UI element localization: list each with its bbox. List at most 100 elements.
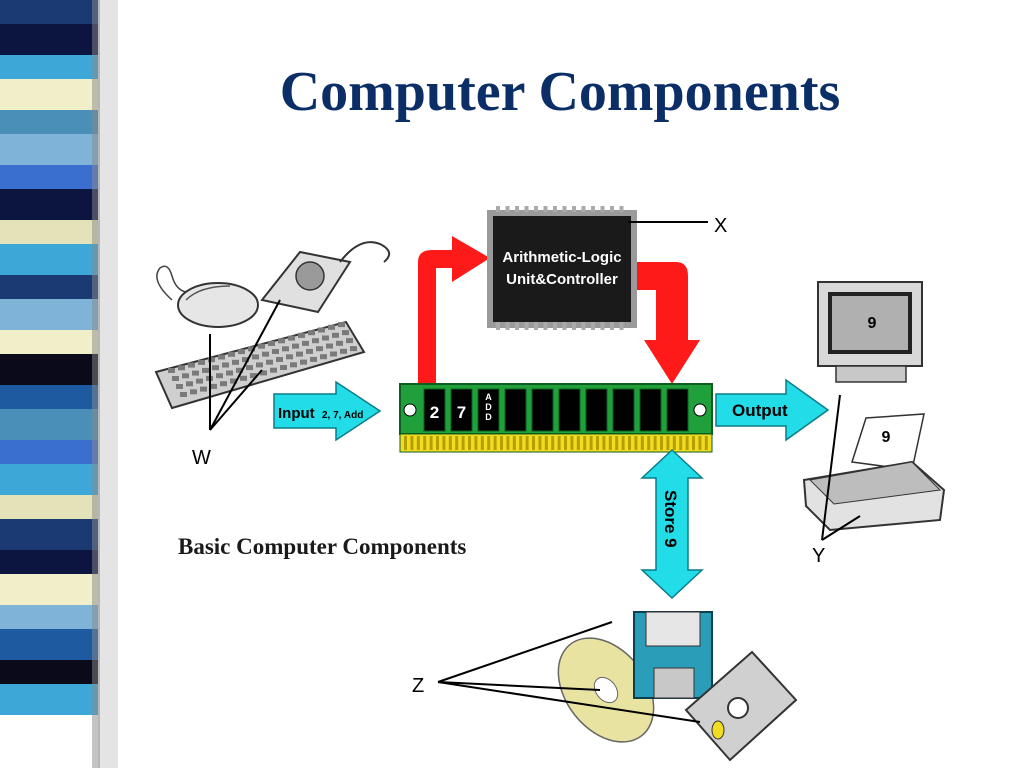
board-pin xyxy=(468,436,471,450)
sidebar-stripe xyxy=(0,660,98,684)
board-pin xyxy=(525,436,529,450)
keyboard-key xyxy=(222,362,229,368)
monitor-value: 9 xyxy=(868,315,877,332)
alu-label-line1: Arithmetic-Logic xyxy=(502,249,621,266)
board-pin xyxy=(538,436,542,450)
chip-pin xyxy=(600,206,605,212)
keyboard-key xyxy=(316,346,323,352)
memory-cell-value: A xyxy=(485,392,492,402)
keyboard-key xyxy=(252,354,259,360)
keyboard-key xyxy=(288,335,295,341)
board-pin xyxy=(576,436,580,450)
board-pin xyxy=(455,436,459,450)
board-pin xyxy=(480,436,484,450)
board-pin xyxy=(672,436,676,450)
board-pin xyxy=(442,436,446,450)
sidebar-stripe xyxy=(0,24,98,55)
chip-pin xyxy=(553,206,557,212)
keyboard-key xyxy=(208,357,215,363)
board-pin xyxy=(519,436,523,450)
keyboard-key xyxy=(196,378,203,384)
memory-cell xyxy=(585,388,608,432)
label-z: Z xyxy=(412,675,424,697)
chip-pin xyxy=(496,322,500,330)
sidebar-stripe xyxy=(0,134,98,165)
board-pin xyxy=(608,436,612,450)
memory-cell xyxy=(504,388,527,432)
board-pin xyxy=(423,436,427,450)
chip-pin xyxy=(591,322,595,330)
store-arrow: Store 9 xyxy=(640,448,704,600)
keyboard-key xyxy=(228,351,235,357)
keyboard-key xyxy=(180,392,187,397)
keyboard-key xyxy=(258,343,265,349)
keyboard-key xyxy=(342,330,349,336)
keyboard-key xyxy=(328,324,335,330)
keyboard-key xyxy=(330,351,337,357)
board-pin xyxy=(429,436,433,450)
chip-pin xyxy=(543,322,548,330)
input-arrow: Input 2, 7, Add xyxy=(273,380,382,442)
chip-pin xyxy=(543,206,548,212)
keyboard-key xyxy=(292,343,299,349)
keyboard-key xyxy=(266,359,273,365)
red-arrow-down xyxy=(612,262,700,384)
board-pin xyxy=(692,436,695,450)
keyboard-key xyxy=(300,359,307,365)
trackball-icon xyxy=(260,241,391,314)
board-pin xyxy=(512,436,516,450)
chip-pin xyxy=(619,322,624,330)
board-pin xyxy=(570,436,574,450)
keyboard-key xyxy=(336,340,343,346)
keyboard-key xyxy=(308,330,315,336)
keyboard-key xyxy=(272,349,279,354)
keyboard-icon xyxy=(154,320,366,410)
sidebar-stripe xyxy=(0,574,98,605)
memory-cell-value: 2 xyxy=(430,403,439,422)
board-pin xyxy=(551,436,555,450)
cd-icon xyxy=(557,637,655,743)
keyboard-key xyxy=(198,359,205,365)
chip-pin xyxy=(562,322,567,330)
chip-icon: Arithmetic-Logic Unit&Controller xyxy=(487,206,637,330)
board-pin xyxy=(493,436,497,450)
chip-pin xyxy=(600,322,605,330)
zip-disk-icon xyxy=(684,650,798,762)
sidebar-stripe xyxy=(0,385,98,409)
board-pin xyxy=(685,436,689,450)
keyboard-key xyxy=(178,365,185,371)
monitor-icon: 9 xyxy=(817,281,923,383)
keyboard-key xyxy=(188,362,195,368)
keyboard-key xyxy=(268,341,275,346)
red-arrow-up xyxy=(418,236,490,388)
board-pin xyxy=(506,436,510,450)
board-pin xyxy=(679,436,683,450)
board-pin xyxy=(647,436,651,450)
mouse-icon xyxy=(156,265,259,328)
chip-pin xyxy=(524,206,529,212)
keyboard-key xyxy=(298,332,305,338)
memory-cell xyxy=(639,388,662,432)
board-pin xyxy=(634,436,638,450)
board-pin xyxy=(436,436,439,450)
keyboard-key xyxy=(320,354,327,360)
keyboard-key xyxy=(270,367,277,373)
board-pin xyxy=(474,436,478,450)
input-values: 2, 7, Add xyxy=(322,410,363,421)
board-pin xyxy=(698,436,702,450)
sidebar-stripe xyxy=(0,550,98,574)
keyboard-key xyxy=(212,365,219,371)
keyboard-key xyxy=(260,370,267,376)
chip-pin xyxy=(505,206,510,212)
chip-pin xyxy=(591,206,595,212)
board-pin xyxy=(448,436,452,450)
board-pin xyxy=(666,436,670,450)
sidebar-stripe xyxy=(0,165,98,189)
board-pin xyxy=(487,436,491,450)
chip-pin xyxy=(581,206,586,212)
sidebar-stripe xyxy=(0,189,98,220)
input-label: Input xyxy=(278,405,315,422)
board-pin xyxy=(628,436,631,450)
keyboard-key xyxy=(240,375,247,381)
